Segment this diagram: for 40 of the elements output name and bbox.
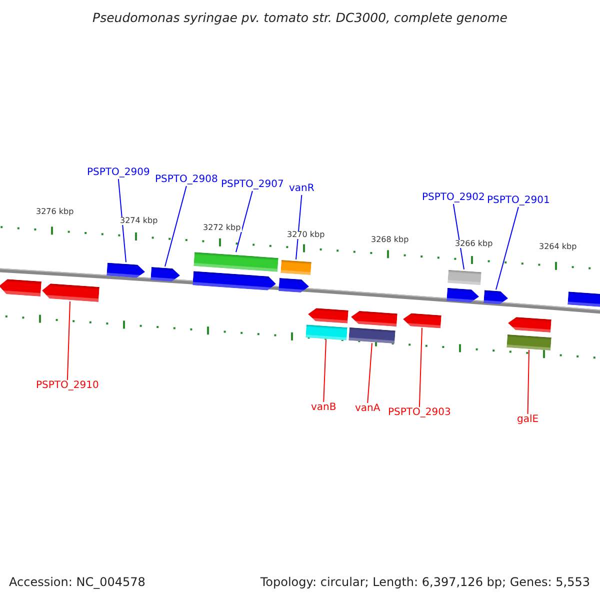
leader-line [496, 206, 519, 290]
gene-bar [506, 334, 552, 350]
leader-line [118, 178, 126, 263]
leader-line [323, 339, 326, 402]
gene-label: vanR [289, 184, 314, 194]
gene-bar [305, 324, 347, 340]
scale-label: 3276 kbp [35, 208, 75, 216]
gene-bar [348, 326, 396, 344]
scale-label: 3274 kbp [119, 217, 159, 225]
gene-feature [0, 278, 42, 296]
scale-label: 3266 kbp [454, 240, 494, 248]
leader-line [296, 194, 302, 260]
leader-line [66, 300, 70, 380]
gene-label: PSPTO_2910 [36, 381, 99, 391]
scale-label: 3272 kbp [202, 224, 242, 232]
gene-label: PSPTO_2907 [221, 180, 284, 190]
scale-label: 3268 kbp [370, 236, 410, 244]
title: Pseudomonas syringae pv. tomato str. DC3000, complete genome [92, 12, 508, 24]
gene-bar [194, 252, 278, 272]
scale-label: 3270 kbp [286, 231, 326, 239]
footer-text: Topology: circular; Length: 6,397,126 bp; Genes: 5,553 [260, 576, 590, 588]
gene-label: vanB [311, 403, 336, 413]
leader-line [236, 190, 253, 253]
gene-bar [447, 269, 481, 285]
scale-label: 3264 kbp [538, 243, 578, 251]
leader-line [164, 186, 187, 267]
gene-label: galE [517, 415, 539, 425]
gene-label: PSPTO_2902 [422, 193, 485, 203]
footer-text: Accession: NC_004578 [9, 576, 146, 588]
leader-line [527, 350, 530, 414]
leader-line [418, 327, 422, 408]
gene-bar [568, 291, 600, 307]
leader-line [452, 204, 464, 270]
leader-line [367, 342, 372, 404]
gene-label: PSPTO_2901 [487, 196, 550, 206]
gene-label: PSPTO_2909 [87, 168, 150, 178]
gene-label: vanA [355, 404, 380, 414]
gene-label: PSPTO_2908 [155, 175, 218, 185]
gene-label: PSPTO_2903 [388, 408, 451, 418]
gene-bar [280, 259, 312, 275]
